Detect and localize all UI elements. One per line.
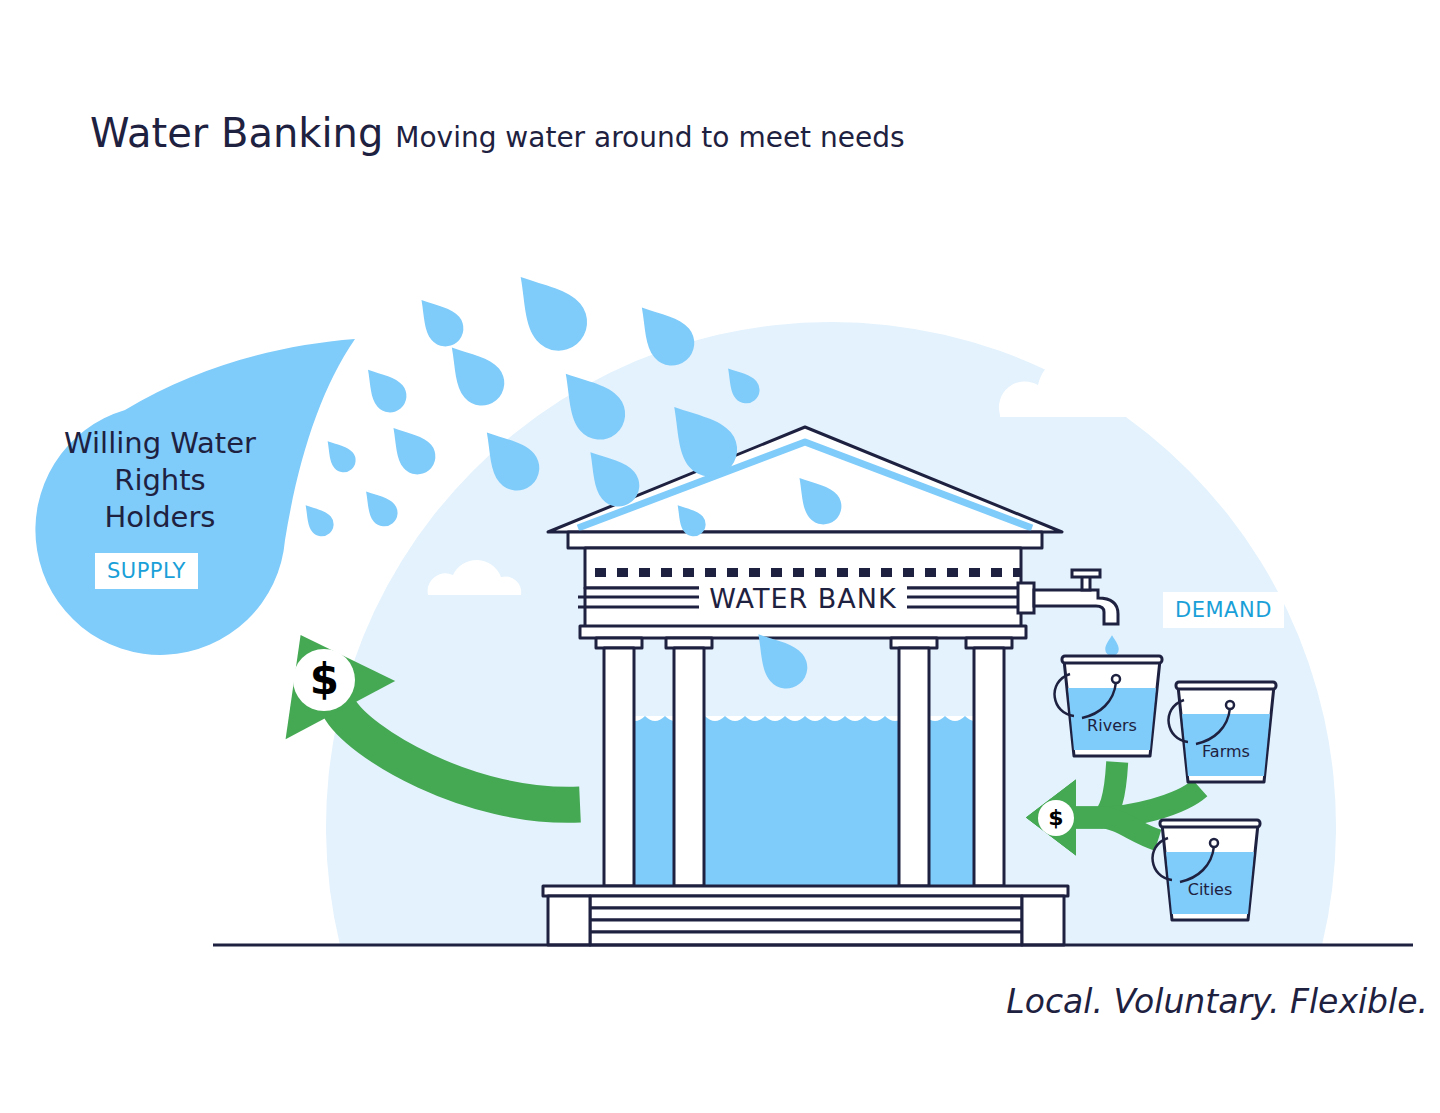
water-bank: WATER BANK bbox=[580, 425, 1026, 945]
supply-tag: SUPPLY bbox=[95, 553, 198, 589]
bank-building-part bbox=[974, 648, 1004, 886]
node-label: Willing Water Rights Holders bbox=[55, 425, 265, 536]
bank-building-part bbox=[674, 648, 704, 886]
bank-building-part bbox=[590, 920, 1022, 932]
bank-building-part bbox=[604, 648, 634, 886]
demand-tag: DEMAND bbox=[1163, 592, 1284, 628]
supply-drop: Willing Water Rights HoldersSUPPLY bbox=[30, 335, 360, 635]
water-tap-part bbox=[1018, 583, 1034, 613]
dollar-badge: $ bbox=[1038, 800, 1074, 836]
money-arrow bbox=[1026, 780, 1158, 856]
water-drops-part bbox=[668, 498, 710, 542]
bucket-rim bbox=[1062, 656, 1162, 663]
drop-outline bbox=[35, 339, 355, 655]
water-tap-part bbox=[1072, 570, 1100, 577]
water-drops-part bbox=[318, 434, 360, 478]
background-part bbox=[428, 560, 522, 595]
water-drops-part bbox=[380, 416, 443, 481]
bucket-handle bbox=[1082, 682, 1116, 718]
caption: Local. Voluntary. Flexible. bbox=[1006, 982, 1428, 1021]
tag-label: DEMAND bbox=[1175, 598, 1272, 622]
bank-building-part bbox=[548, 896, 590, 945]
water-drops-part bbox=[356, 483, 403, 532]
water-drops-part bbox=[470, 418, 549, 500]
water-tap bbox=[1018, 570, 1118, 624]
background bbox=[326, 322, 1336, 945]
ground-line bbox=[213, 944, 1413, 947]
water-drops-part bbox=[625, 293, 704, 375]
water-drops-part bbox=[435, 333, 514, 415]
arrow-head bbox=[1026, 780, 1076, 856]
water-drops-part bbox=[355, 359, 413, 419]
bucket-rim bbox=[1176, 682, 1276, 689]
bucket-handle bbox=[1196, 708, 1230, 744]
node-label: Cities bbox=[1158, 880, 1262, 899]
bucket: Rivers bbox=[1060, 652, 1164, 762]
bank-building-part bbox=[605, 716, 1005, 892]
bank-building bbox=[543, 427, 1068, 945]
bank-building-part bbox=[590, 896, 1022, 908]
bank-building-part bbox=[590, 566, 1020, 580]
water-tap-part bbox=[1034, 590, 1118, 624]
arrow-shaft bbox=[1073, 818, 1158, 841]
water-drops-part bbox=[296, 498, 338, 542]
node-label: Farms bbox=[1174, 742, 1278, 761]
water-drops-part bbox=[786, 466, 849, 531]
bank-building-part bbox=[590, 932, 1022, 945]
bucket-ring bbox=[1210, 839, 1218, 847]
bank-building-part bbox=[605, 716, 1005, 721]
tag-label: SUPPLY bbox=[107, 559, 186, 583]
bucket-shape bbox=[1174, 678, 1278, 788]
arrow-head bbox=[286, 635, 396, 739]
tap-drip bbox=[1105, 635, 1119, 656]
bucket-shape bbox=[1060, 652, 1164, 762]
background-part bbox=[326, 322, 1336, 945]
water-drops-part bbox=[408, 288, 471, 353]
bucket-body bbox=[1162, 824, 1258, 920]
heading-row: Water Banking Moving water around to meet… bbox=[90, 110, 905, 156]
title: Water Banking bbox=[90, 110, 383, 156]
water-drops bbox=[296, 259, 848, 697]
water-drops-part bbox=[574, 439, 648, 515]
node-label: WATER BANK bbox=[699, 583, 906, 614]
bank-building-part bbox=[580, 626, 1026, 638]
bucket-handle bbox=[1169, 700, 1188, 742]
bank-building-part bbox=[590, 908, 1022, 920]
arrow-head bbox=[1026, 780, 1076, 856]
water-drops-part bbox=[499, 259, 599, 363]
bucket-ring bbox=[1112, 675, 1120, 683]
bank-building-part bbox=[1022, 896, 1064, 945]
water-drops-part bbox=[546, 357, 635, 450]
node-label: Rivers bbox=[1060, 716, 1164, 735]
money-arrow bbox=[286, 635, 580, 805]
subtitle: Moving water around to meet needs bbox=[395, 121, 904, 154]
bucket-handle bbox=[1180, 846, 1214, 882]
water-drops-part bbox=[654, 390, 749, 488]
bank-building-part bbox=[899, 648, 929, 886]
bucket-ring bbox=[1226, 701, 1234, 709]
arrow-shaft bbox=[339, 707, 580, 804]
bank-building-part bbox=[585, 548, 1021, 588]
arrow-head bbox=[1026, 780, 1076, 856]
bucket: Farms bbox=[1174, 678, 1278, 788]
bucket-handle bbox=[1055, 674, 1074, 716]
bucket-body bbox=[1064, 660, 1160, 756]
water-drops-part bbox=[742, 621, 816, 697]
bank-building-part bbox=[548, 427, 1062, 532]
bucket: Cities bbox=[1158, 816, 1262, 926]
bank-building-part bbox=[568, 532, 1042, 548]
background-part bbox=[1000, 405, 1240, 417]
bucket-handle bbox=[1153, 838, 1172, 880]
bucket-rim bbox=[1160, 820, 1260, 827]
bucket-shape bbox=[1158, 816, 1262, 926]
water-drops-part bbox=[718, 360, 765, 409]
bucket-body bbox=[1178, 686, 1274, 782]
